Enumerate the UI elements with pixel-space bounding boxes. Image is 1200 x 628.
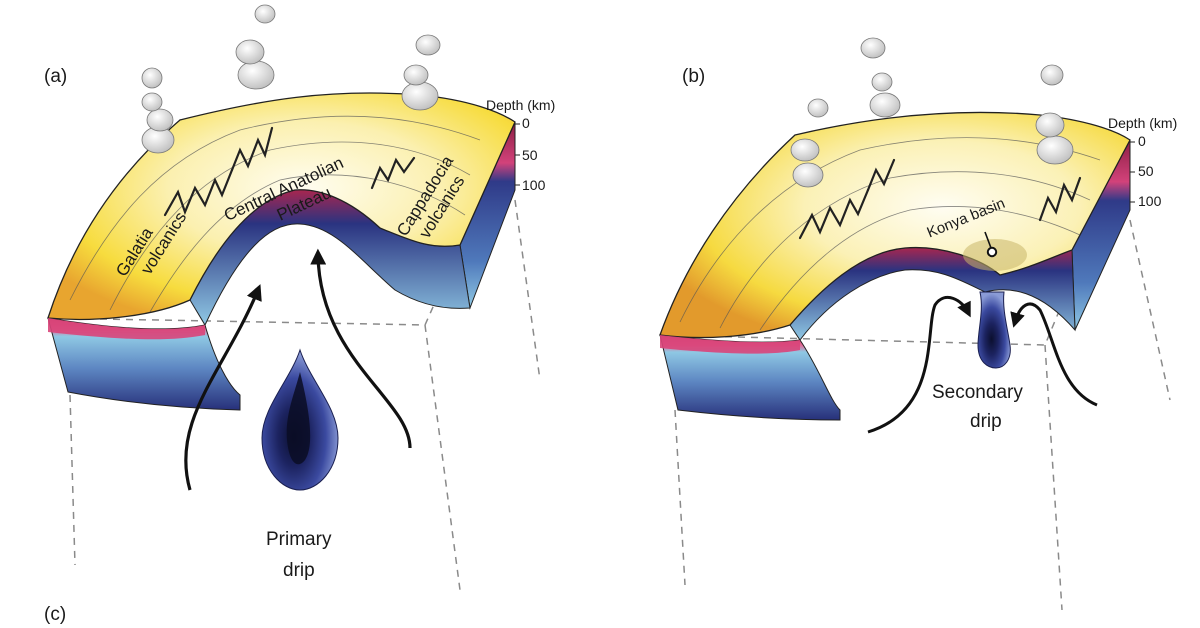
plume-central xyxy=(235,4,276,90)
konya-basin-marker xyxy=(986,246,998,258)
svg-text:Primary: Primary xyxy=(266,529,332,550)
depth-title: Depth (km) xyxy=(486,97,555,113)
plume-galatia xyxy=(141,67,175,154)
panel-b-mountains xyxy=(798,158,1082,240)
panel-b-front-face xyxy=(659,334,841,421)
panel-a-contours xyxy=(69,115,481,313)
panel-b-label: (b) xyxy=(682,66,705,87)
plume-west xyxy=(790,98,829,188)
panel-a-crust-strip xyxy=(48,318,205,340)
depth-title: Depth (km) xyxy=(1108,115,1177,131)
panel-a-front-face xyxy=(47,317,241,411)
arrow-left-b xyxy=(867,295,971,434)
panel-b: (b) xyxy=(659,37,1177,611)
panel-b-plumes xyxy=(790,37,1074,188)
depth-tick: 50 xyxy=(522,147,538,163)
arrow-right xyxy=(310,248,412,449)
arrow-right-b xyxy=(1010,302,1098,407)
panel-b-depth-scale: Depth (km) 0 50 100 xyxy=(1108,115,1177,209)
depth-tick: 100 xyxy=(1138,193,1162,209)
panel-a-label: (a) xyxy=(44,66,67,87)
svg-text:Secondary: Secondary xyxy=(932,382,1023,403)
arrow-left xyxy=(184,284,262,491)
depth-tick: 50 xyxy=(1138,163,1154,179)
panel-b-flow-arrows xyxy=(867,295,1098,434)
depth-tick: 0 xyxy=(522,115,530,131)
panel-a: (a) xyxy=(44,4,555,591)
panel-a-flow-arrows xyxy=(184,248,412,491)
plume-east-b xyxy=(1035,64,1074,165)
depth-tick: 100 xyxy=(522,177,546,193)
plume-central-b xyxy=(860,37,901,118)
panel-a-plumes xyxy=(141,4,441,154)
svg-text:drip: drip xyxy=(283,560,315,581)
secondary-drip xyxy=(977,291,1011,369)
plume-cappadocia xyxy=(401,34,441,111)
primary-drip-caption: Primary drip xyxy=(266,529,332,581)
svg-text:drip: drip xyxy=(970,411,1002,432)
panel-a-depth-scale: Depth (km) 0 50 100 xyxy=(486,97,555,193)
panel-b-contours xyxy=(679,137,1101,331)
panel-b-crust-strip xyxy=(660,335,800,354)
secondary-drip-caption: Secondary drip xyxy=(932,382,1023,432)
primary-drip-core xyxy=(286,372,311,465)
konya-basin-pointer xyxy=(984,231,992,249)
depth-tick: 0 xyxy=(1138,133,1146,149)
panel-c-label: (c) xyxy=(44,604,66,625)
panel-a-mountains xyxy=(163,126,416,217)
panel-b-surface xyxy=(659,111,1131,339)
